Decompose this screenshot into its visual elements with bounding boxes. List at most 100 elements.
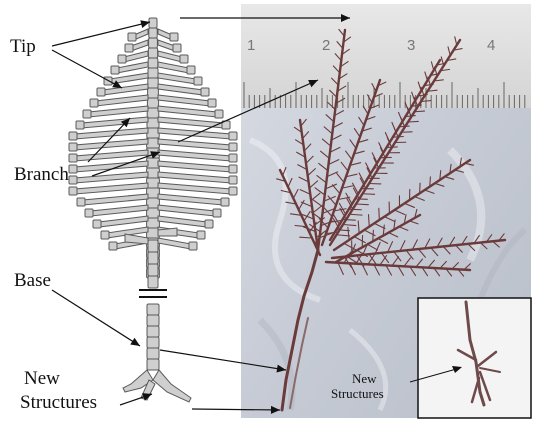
branchlet-right xyxy=(158,128,231,139)
branchlet-left-tip xyxy=(101,231,109,239)
alga-branchlet xyxy=(356,204,368,205)
ruler-number-3: 3 xyxy=(407,37,415,54)
branchlet-right-tip xyxy=(229,165,237,173)
branchlet-left-tip xyxy=(90,99,98,107)
branchlet-left-tip xyxy=(109,242,117,250)
branchlet-left-tip xyxy=(77,198,85,206)
branchlet-left xyxy=(75,183,148,194)
branchlet-left xyxy=(89,106,148,117)
branchlet-left xyxy=(124,51,148,62)
label-new-structures-line1: New xyxy=(24,368,60,389)
branchlet-left-tip xyxy=(69,176,77,184)
branchlet-left-tip xyxy=(83,110,91,118)
branchlet-right-tip xyxy=(229,176,237,184)
base-arrow xyxy=(52,290,140,346)
branchlet-left xyxy=(96,95,148,106)
base-segment xyxy=(147,326,159,337)
branchlet-right-tip xyxy=(201,88,209,96)
branchlet-right xyxy=(158,161,231,172)
axis-segment xyxy=(149,28,157,38)
axis-segment xyxy=(147,158,160,168)
branchlet-left xyxy=(75,161,148,172)
branchlet-left-tip xyxy=(97,88,105,96)
base-segment xyxy=(147,337,159,348)
branchlet-left-tip xyxy=(69,187,77,195)
lower-axis-segment xyxy=(148,264,158,276)
branchlet-left-tip xyxy=(69,143,77,151)
axis-segment xyxy=(147,108,159,118)
alga-branchlet xyxy=(408,121,418,122)
branchlet-left-tip xyxy=(111,66,119,74)
branchlet-left xyxy=(75,172,148,183)
branchlet-left xyxy=(117,62,148,73)
base-segment xyxy=(147,348,159,359)
alga-branchlet xyxy=(430,177,431,187)
ruler-number-1: 1 xyxy=(247,37,255,54)
base-segment xyxy=(147,315,159,326)
branchlet-right xyxy=(158,84,203,95)
branchlet-left-tip xyxy=(125,44,133,52)
branchlet-right-tip xyxy=(170,33,178,41)
branchlet-left-tip xyxy=(69,165,77,173)
alga-branchlet xyxy=(379,208,380,220)
branchlet-right-tip xyxy=(229,143,237,151)
branchlet-right xyxy=(158,139,231,150)
lower-branchlet xyxy=(158,228,177,236)
base-segment xyxy=(147,359,159,370)
labels: Tip Branch Base New Structures xyxy=(10,36,97,413)
branchlet-right-tip xyxy=(197,231,205,239)
axis-segment xyxy=(147,178,160,188)
axis-segment xyxy=(149,18,157,28)
branchlet-right xyxy=(158,73,196,84)
axis-segment xyxy=(148,48,157,58)
alga-branchlet xyxy=(373,230,374,241)
branchlet-left-tip xyxy=(76,121,84,129)
label-new-structures-line2: Structures xyxy=(20,392,97,413)
schematic-drawing xyxy=(69,18,237,402)
branchlet-left xyxy=(75,150,148,161)
branchlet-left xyxy=(83,194,148,205)
alga-branchlet xyxy=(363,194,375,195)
axis-segment xyxy=(147,188,160,198)
holdfast-right xyxy=(153,370,191,402)
branchlet-right xyxy=(158,194,223,205)
branchlet-right-tip xyxy=(180,55,188,63)
alga-branchlet xyxy=(349,209,361,210)
axis-segment xyxy=(148,78,158,88)
branchlet-right xyxy=(158,106,217,117)
branchlet-left xyxy=(75,139,148,150)
branchlet-right xyxy=(158,51,182,62)
branchlet-right-tip xyxy=(194,77,202,85)
lower-branchlet xyxy=(125,234,148,244)
axis-segment xyxy=(148,88,159,98)
ruler: 1 2 3 4 xyxy=(241,4,531,108)
axis-segment xyxy=(147,98,158,108)
branchlet-right-tip xyxy=(189,242,197,250)
base-segment xyxy=(147,304,159,315)
branchlet-left xyxy=(131,40,148,51)
branchlet-right-tip xyxy=(213,209,221,217)
ruler-number-4: 4 xyxy=(487,37,495,54)
branchlet-left-tip xyxy=(93,220,101,228)
alga-branchlet xyxy=(368,215,369,227)
axis-segment xyxy=(148,68,158,78)
branchlet-right xyxy=(158,172,231,183)
branchlet-right-tip xyxy=(187,66,195,74)
branchlet-left-tip xyxy=(69,154,77,162)
branchlet-right xyxy=(158,205,215,216)
branchlet-right xyxy=(158,40,175,51)
branchlet-left xyxy=(91,205,148,216)
branchlet-left xyxy=(82,117,148,128)
axis-segment xyxy=(148,58,158,68)
branchlet-right-tip xyxy=(205,220,213,228)
axis-segment xyxy=(147,228,160,238)
axis-segment xyxy=(147,118,159,128)
branchlet-right xyxy=(158,62,189,73)
branchlet-right-tip xyxy=(173,44,181,52)
branchlet-left-tip xyxy=(118,55,126,63)
specimen-photo: 1 2 3 4 New Structures xyxy=(241,4,531,418)
branchlet-right-tip xyxy=(208,99,216,107)
axis-segment xyxy=(147,168,160,178)
